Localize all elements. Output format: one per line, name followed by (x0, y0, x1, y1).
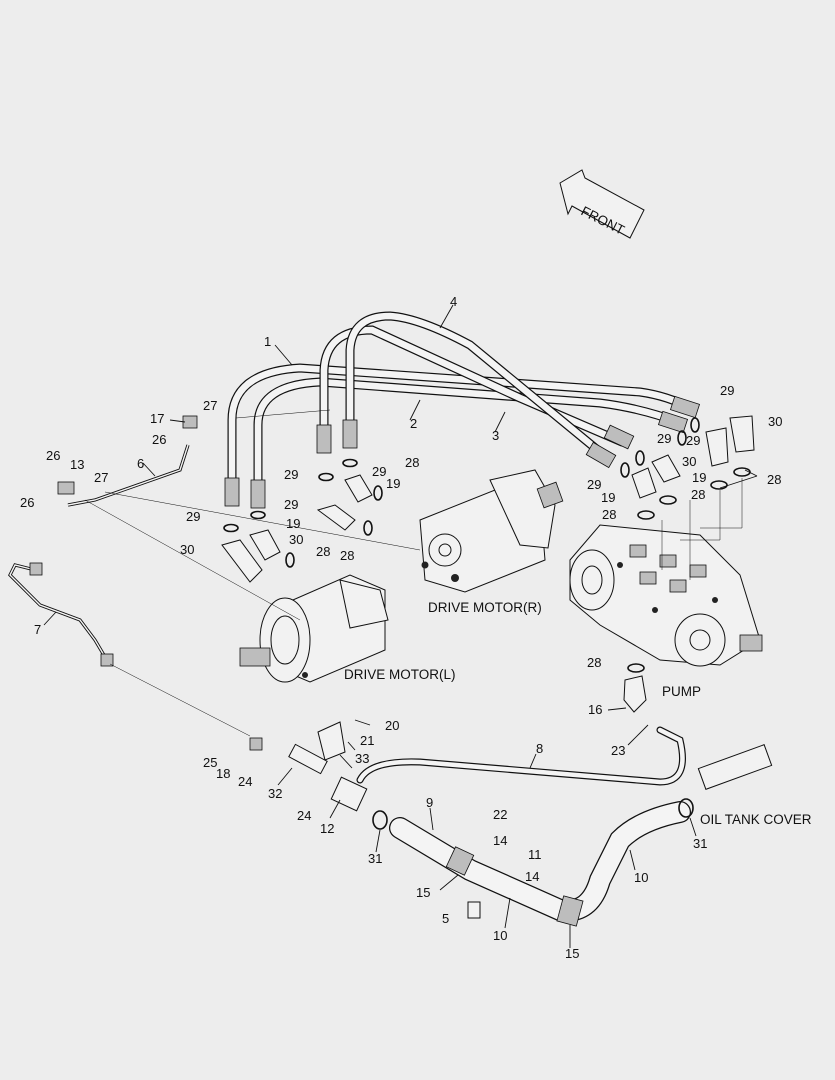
callout-12: 12 (320, 821, 334, 836)
callout-10a: 10 (493, 928, 507, 943)
hose-clamps (372, 798, 694, 927)
callout-29g: 29 (657, 431, 671, 446)
callout-14b: 14 (525, 869, 539, 884)
callout-27a: 27 (203, 398, 217, 413)
callout-24a: 24 (238, 774, 252, 789)
callout-19a: 19 (286, 516, 300, 531)
callout-30c: 30 (768, 414, 782, 429)
callout-21: 21 (360, 733, 374, 748)
callout-26c: 26 (152, 432, 166, 447)
callout-16: 16 (588, 702, 602, 717)
callout-22: 22 (493, 807, 507, 822)
callout-29c: 29 (284, 497, 298, 512)
callout-30a: 30 (180, 542, 194, 557)
callout-30b: 30 (289, 532, 303, 547)
callout-18: 18 (216, 766, 230, 781)
callout-17: 17 (150, 411, 164, 426)
tube-7 (8, 563, 110, 663)
callout-27b: 27 (94, 470, 108, 485)
callout-14a: 14 (493, 833, 507, 848)
callout-15a: 15 (416, 885, 430, 900)
callout-29e: 29 (720, 383, 734, 398)
front-arrow: FRONT (559, 169, 645, 239)
callout-5: 5 (442, 911, 449, 926)
callout-24b: 24 (297, 808, 311, 823)
callout-31b: 31 (693, 836, 707, 851)
tube-6 (67, 444, 190, 507)
callouts: 1 2 3 4 5 6 7 8 9 10 10 11 12 13 14 14 1… (20, 294, 782, 961)
callout-25: 25 (203, 755, 217, 770)
elbow-fittings (221, 415, 755, 583)
drive-motor-right (419, 469, 564, 593)
callout-11: 11 (528, 847, 542, 862)
o-rings (223, 417, 751, 673)
callout-28e: 28 (691, 487, 705, 502)
callout-29f: 29 (686, 433, 700, 448)
callout-29b: 29 (284, 467, 298, 482)
callout-4: 4 (450, 294, 457, 309)
misc-parts (288, 675, 773, 919)
callout-7: 7 (34, 622, 41, 637)
callout-6: 6 (137, 456, 144, 471)
callout-19c: 19 (601, 490, 615, 505)
callout-33: 33 (355, 751, 369, 766)
callout-10b: 10 (634, 870, 648, 885)
callout-28d: 28 (602, 507, 616, 522)
leader-lines (43, 304, 758, 948)
callout-28f: 28 (767, 472, 781, 487)
callout-8: 8 (536, 741, 543, 756)
callout-28g: 28 (587, 655, 601, 670)
callout-15b: 15 (565, 946, 579, 961)
callout-2: 2 (410, 416, 417, 431)
callout-9: 9 (426, 795, 433, 810)
callout-29a: 29 (186, 509, 200, 524)
hose-end-fittings-left (224, 419, 358, 509)
callout-28a: 28 (316, 544, 330, 559)
hydraulic-pump (569, 524, 763, 667)
callout-20: 20 (385, 718, 399, 733)
small-fittings (29, 415, 263, 751)
callout-26a: 26 (46, 448, 60, 463)
hose-1 (227, 363, 695, 495)
callout-32: 32 (268, 786, 282, 801)
callout-26b: 26 (20, 495, 34, 510)
callout-29h: 29 (587, 477, 601, 492)
callout-13: 13 (70, 457, 84, 472)
callout-31a: 31 (368, 851, 382, 866)
callout-29d: 29 (372, 464, 386, 479)
callout-28b: 28 (340, 548, 354, 563)
callout-30d: 30 (682, 454, 696, 469)
callout-23: 23 (611, 743, 625, 758)
callout-19b: 19 (386, 476, 400, 491)
hose-end-fittings-right (585, 395, 701, 469)
drive-motor-left (239, 574, 389, 683)
text-labels: DRIVE MOTOR(R) DRIVE MOTOR(L) PUMP OIL T… (344, 600, 812, 827)
drive-motor-r-label: DRIVE MOTOR(R) (428, 600, 542, 615)
callout-19d: 19 (692, 470, 706, 485)
callout-1: 1 (264, 334, 271, 349)
oil-tank-cover-label: OIL TANK COVER (700, 812, 812, 827)
callout-3: 3 (492, 428, 499, 443)
hose-8 (356, 726, 686, 786)
callout-28c: 28 (405, 455, 419, 470)
hose-3 (319, 325, 627, 447)
hose-4 (345, 311, 605, 457)
drive-motor-l-label: DRIVE MOTOR(L) (344, 667, 456, 682)
pump-label: PUMP (662, 684, 701, 699)
